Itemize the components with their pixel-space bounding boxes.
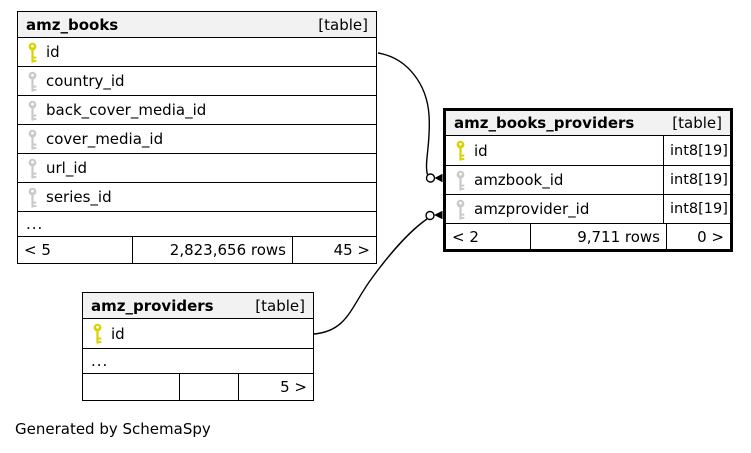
foreign-key-icon: [28, 71, 37, 92]
column-row-id: id: [18, 38, 376, 67]
table-name[interactable]: amz_providers: [91, 296, 214, 315]
generated-by-footnote: Generated by SchemaSpy: [15, 420, 211, 438]
table-footer: < 5 2,823,656 rows 45 >: [18, 237, 376, 263]
footer-degree-right: 5 >: [238, 374, 313, 400]
table-amz-providers[interactable]: amz_providers [table] id ... 5 >: [82, 292, 314, 401]
column-name: series_id: [46, 188, 112, 206]
table-footer: 5 >: [83, 374, 313, 400]
column-name: back_cover_media_id: [46, 101, 207, 119]
primary-key-icon: [93, 323, 102, 344]
column-row-country-id: country_id: [18, 67, 376, 96]
foreign-key-icon: [456, 170, 465, 191]
footer-row-count: [179, 374, 238, 400]
column-name: id: [46, 43, 60, 61]
column-row-series-id: series_id: [18, 183, 376, 212]
column-name: id: [111, 324, 125, 343]
column-name: id: [474, 141, 488, 160]
table-header: amz_books_providers [table]: [446, 111, 730, 136]
table-name[interactable]: amz_books: [26, 15, 119, 34]
column-name: amzprovider_id: [474, 200, 590, 218]
footer-degree-left: < 2: [452, 227, 479, 246]
footer-degree-right: 45 >: [292, 237, 376, 263]
footer-degree-left: [83, 374, 179, 400]
primary-key-icon: [28, 42, 37, 63]
column-name: url_id: [46, 159, 88, 177]
foreign-key-icon: [28, 129, 37, 150]
column-row-amzprovider-id: amzprovider_id int8[19]: [446, 195, 730, 224]
column-row-cover-media-id: cover_media_id: [18, 125, 376, 154]
column-type: int8[19]: [663, 166, 730, 194]
table-type-tag: [table]: [318, 15, 368, 34]
relationship-circle-amzbook: [425, 173, 436, 183]
column-type: int8[19]: [663, 195, 730, 223]
column-row-id: id int8[19]: [446, 136, 730, 166]
more-columns-indicator: ...: [18, 212, 376, 237]
table-name[interactable]: amz_books_providers: [454, 114, 635, 132]
column-row-url-id: url_id: [18, 154, 376, 183]
footer-degree-left: < 5: [24, 241, 51, 259]
foreign-key-icon: [456, 199, 465, 220]
column-row-amzbook-id: amzbook_id int8[19]: [446, 166, 730, 195]
footer-row-count: 9,711 rows: [530, 224, 666, 249]
foreign-key-icon: [28, 100, 37, 121]
foreign-key-icon: [28, 187, 37, 208]
column-type: int8[19]: [663, 136, 730, 165]
relationship-circle-amzprovider: [425, 210, 435, 221]
relationship-arrowhead-amzbook: [434, 173, 443, 183]
relationship-line-amzbook: [377, 52, 431, 175]
column-row-id: id: [83, 319, 313, 349]
table-footer: < 2 9,711 rows 0 >: [446, 224, 730, 249]
table-amz-books[interactable]: amz_books [table] id country_id: [17, 11, 377, 264]
table-header: amz_books [table]: [18, 12, 376, 38]
table-amz-books-providers[interactable]: amz_books_providers [table] id int8[19] …: [443, 108, 733, 252]
table-type-tag: [table]: [255, 296, 305, 315]
more-columns-indicator: ...: [83, 349, 313, 374]
column-name: amzbook_id: [474, 171, 564, 189]
table-type-tag: [table]: [672, 114, 722, 132]
column-row-back-cover-media-id: back_cover_media_id: [18, 96, 376, 125]
relationship-arrowhead-amzprovider: [434, 210, 443, 220]
column-name: cover_media_id: [46, 130, 164, 148]
column-name: country_id: [46, 72, 125, 90]
table-header: amz_providers [table]: [83, 293, 313, 319]
footer-row-count: 2,823,656 rows: [132, 237, 292, 263]
primary-key-icon: [456, 140, 465, 161]
footer-degree-right: 0 >: [666, 224, 730, 249]
foreign-key-icon: [28, 158, 37, 179]
